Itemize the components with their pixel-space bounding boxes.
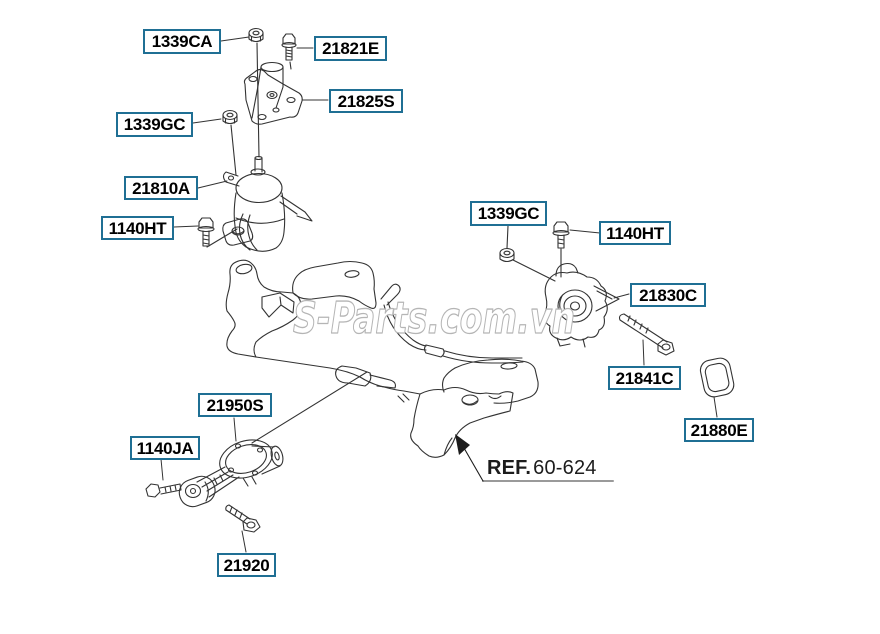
part-label-21830c[interactable]: 21830C [630, 283, 706, 307]
leader-line [206, 228, 238, 248]
bolt-1140ht-right-drawing [552, 221, 570, 249]
part-label-1339gc-right[interactable]: 1339GC [470, 201, 547, 226]
part-label-21950s[interactable]: 21950S [198, 393, 272, 417]
leader-line [251, 371, 368, 444]
nut-1339gc-right-drawing [499, 247, 515, 263]
watermark: S-Parts.com.vn [293, 293, 575, 344]
part-label-21920[interactable]: 21920 [217, 553, 276, 577]
part-label-1140ja[interactable]: 1140JA [130, 436, 200, 460]
trans-mount-21830c-drawing [544, 262, 620, 348]
part-label-21825s[interactable]: 21825S [329, 89, 403, 113]
part-label-1339ca[interactable]: 1339CA [143, 29, 221, 54]
leader-lines [160, 36, 718, 553]
bolt-21821e-drawing [281, 33, 297, 70]
subframe-drawing [225, 259, 539, 458]
leader-line [506, 225, 509, 249]
nut-1339gc-left-drawing [222, 109, 238, 125]
bolt-1140ht-left-drawing [197, 217, 215, 247]
part-label-21810a[interactable]: 21810A [124, 176, 198, 200]
part-label-1140ht-right[interactable]: 1140HT [599, 221, 671, 245]
bolt-21841c-drawing [618, 313, 675, 356]
part-label-1140ht-left[interactable]: 1140HT [101, 216, 174, 240]
bolt-1140ja-drawing [145, 483, 182, 498]
part-label-21880e[interactable]: 21880E [684, 418, 754, 442]
torque-rod-21950s-drawing [178, 439, 284, 508]
ref-prefix: REF. [487, 457, 532, 479]
ref-arrow [455, 434, 614, 482]
part-label-21841c[interactable]: 21841C [608, 366, 681, 390]
engine-mount-21810a-drawing [222, 155, 313, 252]
stud-line [230, 124, 237, 176]
part-label-21821e[interactable]: 21821E [314, 36, 387, 61]
leader-line [512, 259, 556, 282]
ref-link[interactable]: REF. 60-624 [487, 457, 597, 480]
part-label-1339gc-left[interactable]: 1339GC [116, 112, 193, 137]
gasket-21880e-drawing [699, 357, 735, 398]
ref-number: 60-624 [533, 457, 597, 479]
nut-1339ca-drawing [248, 27, 264, 43]
bolt-21920-drawing [225, 504, 261, 533]
stud-line [256, 42, 260, 158]
bracket-21825s-drawing [243, 61, 303, 125]
